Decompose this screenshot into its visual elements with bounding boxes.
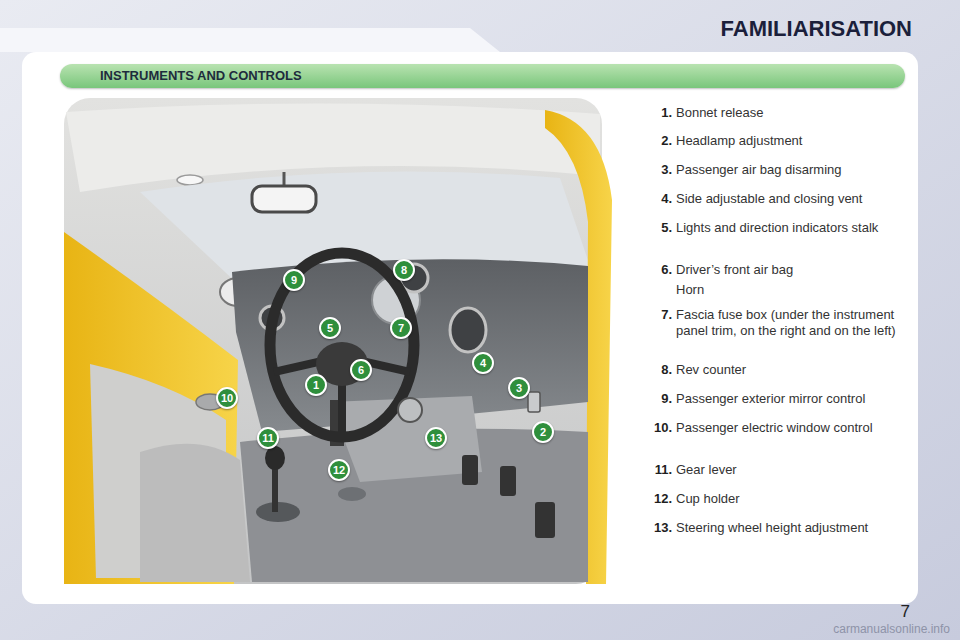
item-description: Passenger electric window control (676, 420, 898, 436)
callout-number: 10 (221, 392, 233, 404)
section-heading: INSTRUMENTS AND CONTROLS (100, 68, 891, 84)
rear-view-mirror (252, 186, 316, 212)
callout-number: 1 (313, 379, 319, 391)
callout-number: 7 (398, 322, 404, 334)
section-band: INSTRUMENTS AND CONTROLS (60, 64, 905, 88)
callout-number: 5 (327, 322, 333, 334)
callout-badge: 9 (283, 269, 305, 291)
gear-knob (265, 446, 285, 470)
callout-number: 13 (430, 432, 442, 444)
content-panel (22, 52, 918, 604)
callout-badge: 6 (350, 359, 372, 381)
callout-number: 12 (333, 464, 345, 476)
item-number: 13. (612, 520, 672, 536)
item-number: 10. (612, 420, 672, 436)
callout-badge: 2 (532, 421, 554, 443)
vent (450, 308, 486, 352)
item-description: Side adjustable and closing vent (676, 191, 898, 207)
item-number: 2. (612, 133, 672, 149)
item-number: 11. (612, 462, 672, 478)
callout-number: 3 (516, 382, 522, 394)
callout-number: 9 (291, 274, 297, 286)
page-title: FAMILIARISATION (721, 16, 912, 42)
callout-number: 11 (262, 432, 274, 444)
callout-badge: 8 (393, 259, 415, 281)
cabin-background (64, 98, 602, 584)
ignition-knob (398, 398, 422, 422)
item-number: 5. (612, 220, 672, 236)
pedal (535, 502, 555, 538)
item-number: 9. (612, 391, 672, 407)
header-tab (0, 28, 500, 52)
callout-badge: 13 (425, 427, 447, 449)
item-description: Headlamp adjustment (676, 133, 898, 149)
item-description: Bonnet release (676, 105, 898, 121)
item-number: 7. (612, 307, 672, 323)
callout-number: 6 (358, 364, 364, 376)
item-number: 6. (612, 262, 672, 278)
item-description: Gear lever (676, 462, 898, 478)
pedal (500, 466, 516, 496)
switch (528, 392, 540, 412)
item-number: 12. (612, 491, 672, 507)
callout-badge: 11 (257, 427, 279, 449)
callout-number: 2 (540, 426, 546, 438)
item-description: Steering wheel height adjustment (676, 520, 898, 536)
callout-badge: 10 (216, 387, 238, 409)
callout-number: 4 (480, 357, 486, 369)
callout-badge: 3 (508, 377, 530, 399)
seat (140, 444, 250, 582)
wheel-spoke (366, 362, 410, 372)
item-description: Driver’s front air bag (676, 262, 898, 278)
item-description: Horn (676, 282, 898, 298)
item-description: Rev counter (676, 362, 898, 378)
callout-badge: 5 (319, 317, 341, 339)
item-number: 8. (612, 362, 672, 378)
item-number: 1. (612, 105, 672, 121)
wheel-spoke (274, 362, 318, 372)
item-number: 4. (612, 191, 672, 207)
dome-light (177, 175, 203, 185)
callout-number: 8 (401, 264, 407, 276)
steering-wheel (270, 253, 414, 437)
item-number: 3. (612, 162, 672, 178)
item-description: Lights and direction indicators stalk (676, 220, 898, 236)
watermark: carmanualsonline.info (800, 622, 950, 637)
cup-holder (338, 487, 366, 501)
item-description: Fascia fuse box (under the instrument pa… (676, 307, 898, 339)
item-description: Cup holder (676, 491, 898, 507)
callout-badge: 1 (305, 374, 327, 396)
callout-badge: 4 (472, 352, 494, 374)
page-number: 7 (860, 601, 910, 622)
callout-badge: 7 (390, 317, 412, 339)
pedal (462, 455, 478, 485)
callout-badge: 12 (328, 459, 350, 481)
item-description: Passenger air bag disarming (676, 162, 898, 178)
item-description: Passenger exterior mirror control (676, 391, 898, 407)
wheel-spoke (338, 385, 346, 432)
